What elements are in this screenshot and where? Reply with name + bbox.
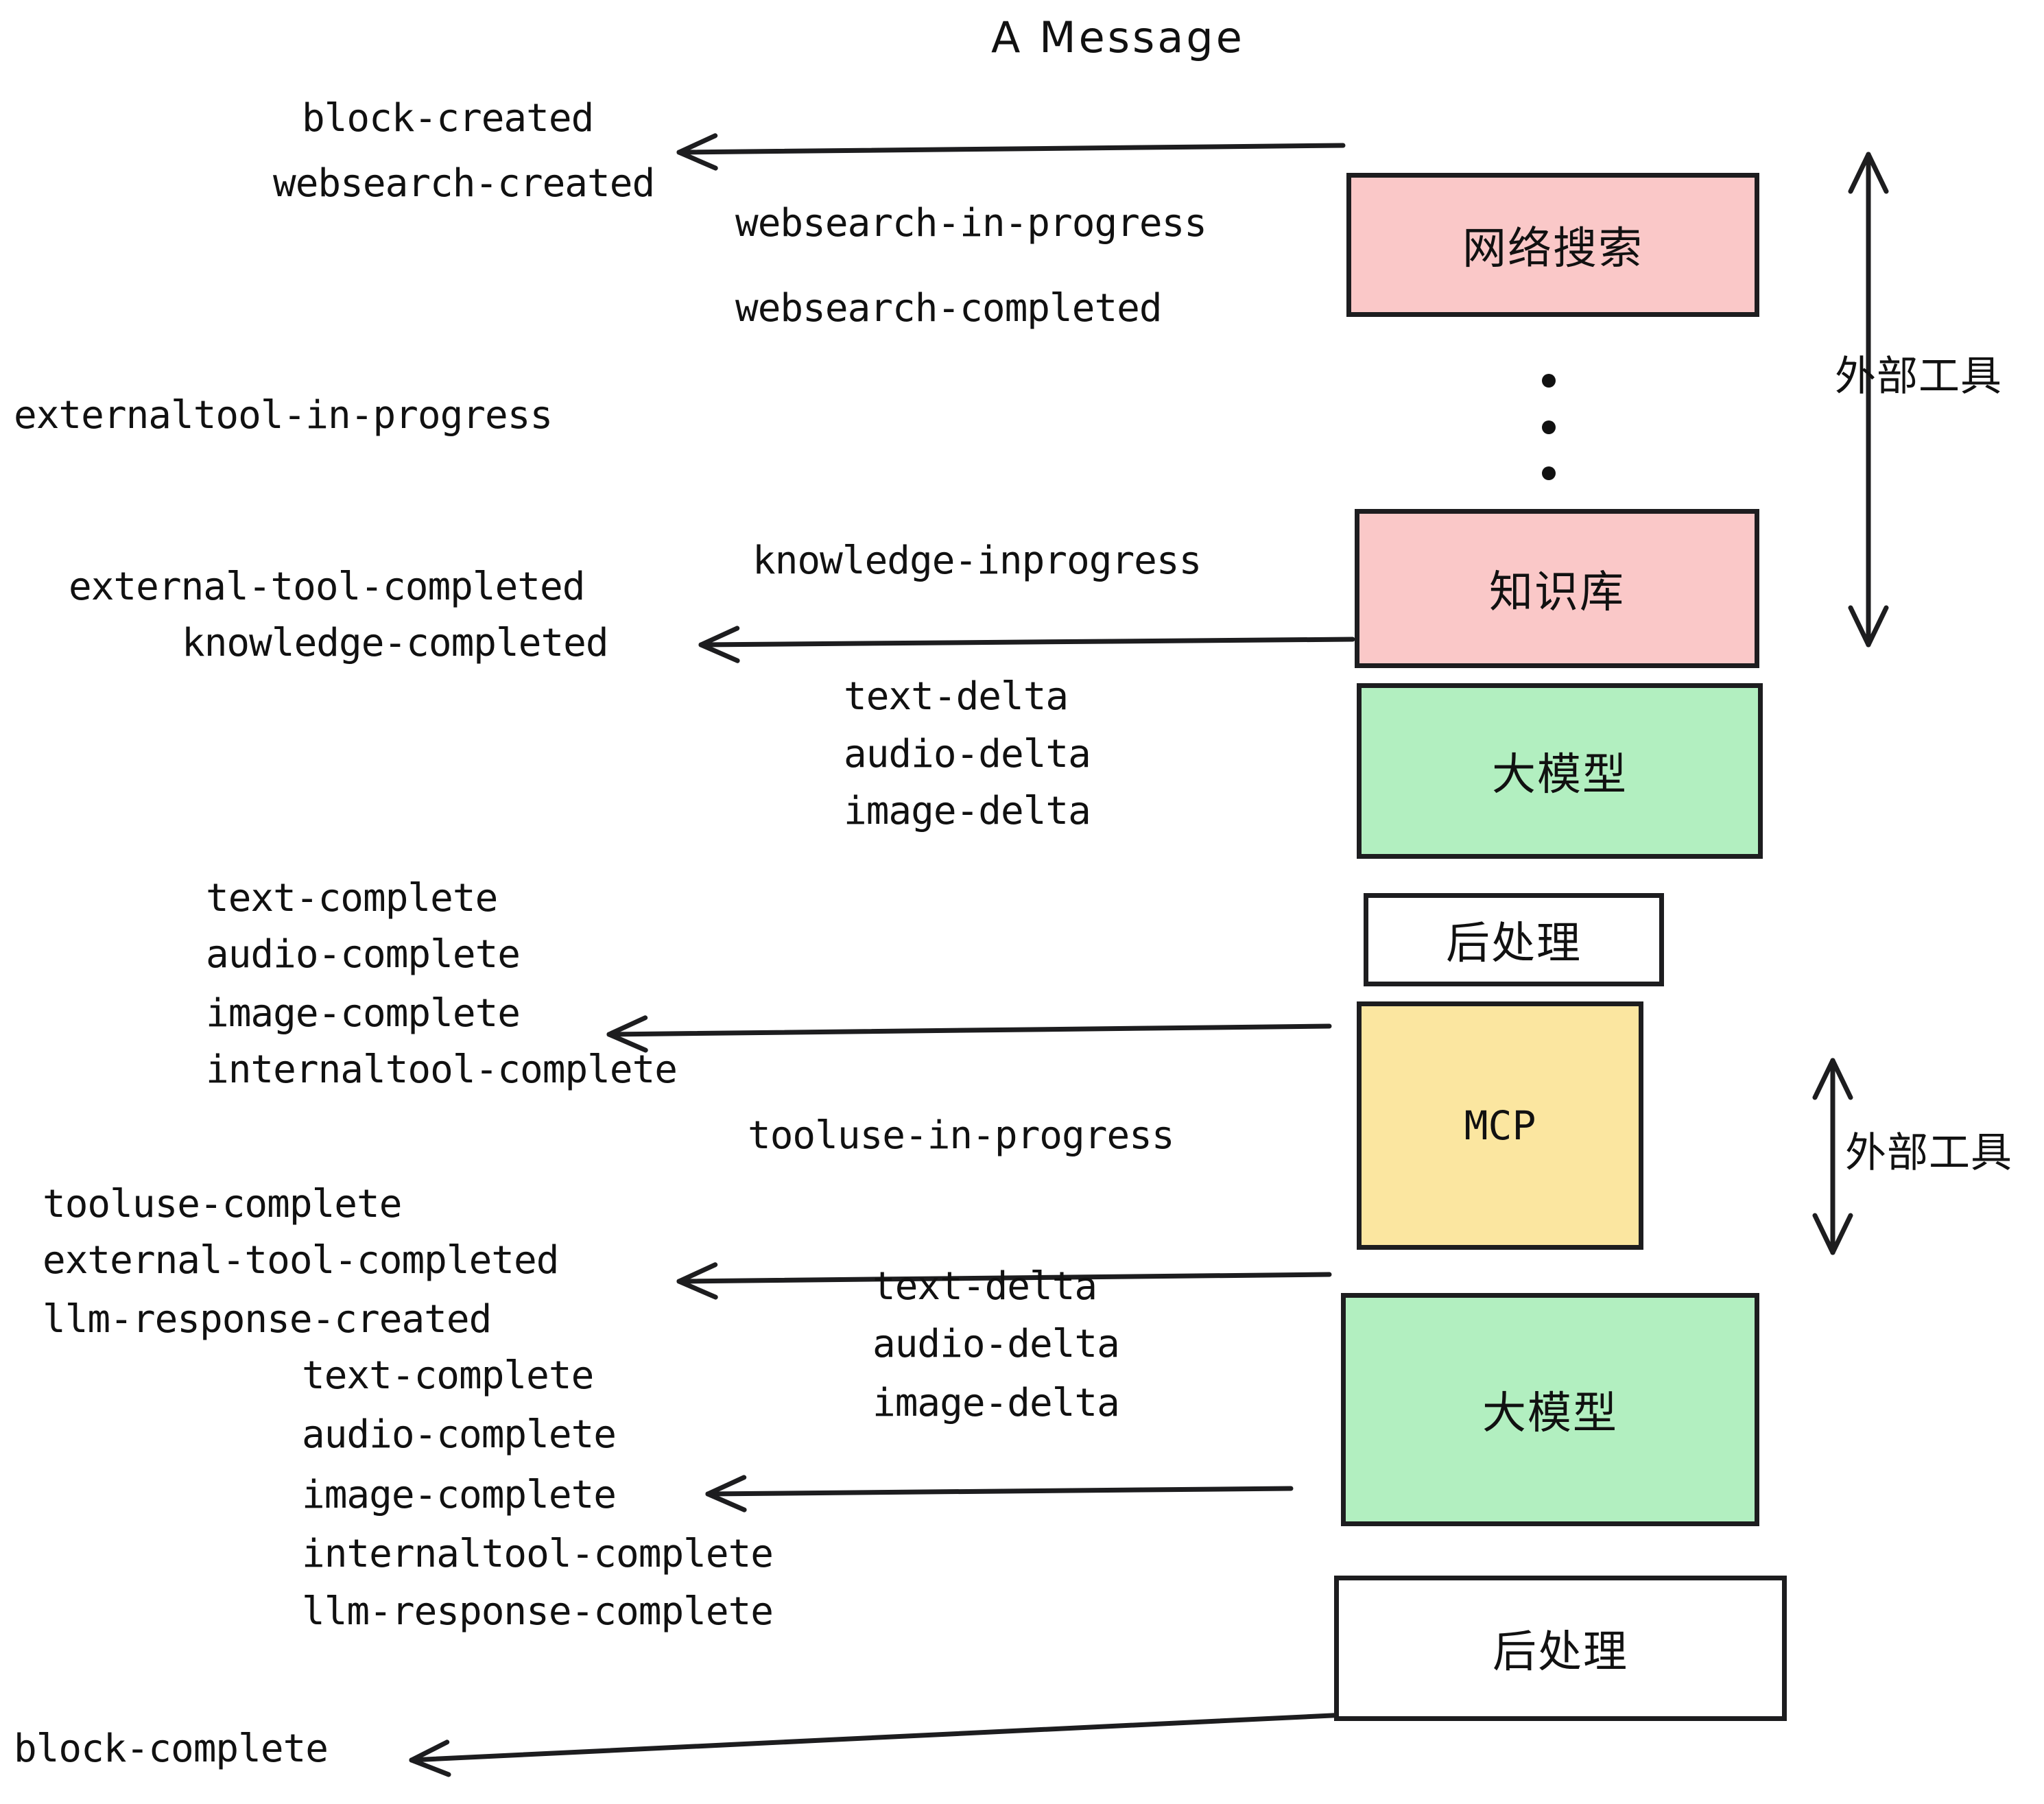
node-box-websearch[interactable]: 网络搜索: [1346, 173, 1759, 317]
node-box-llm-2[interactable]: 大模型: [1341, 1293, 1759, 1526]
event-label-websearch-in-progress: websearch-in-progress: [735, 201, 1207, 246]
event-label-internaltool-complete-2: internaltool-complete: [302, 1532, 774, 1576]
arrow-image-complete-head-a: [606, 1015, 648, 1037]
event-label-audio-delta-2: audio-delta: [872, 1322, 1120, 1366]
scope-label-external-tools-bottom: 外部工具: [1845, 1129, 2012, 1177]
event-label-audio-complete-2: audio-complete: [302, 1412, 617, 1457]
scope-external-tools-top-down-head-a: [1848, 605, 1871, 648]
event-label-text-complete-2: text-complete: [302, 1353, 594, 1398]
event-label-knowledge-inprogress: knowledge-inprogress: [752, 538, 1202, 583]
arrow-audio-complete-head-a: [705, 1475, 747, 1497]
event-label-knowledge-completed: knowledge-completed: [182, 621, 609, 665]
event-label-image-delta-1: image-delta: [844, 789, 1091, 833]
arrow-knowledge-completed-shaft: [698, 637, 1355, 648]
event-label-external-tool-completed-1: external-tool-completed: [69, 565, 585, 609]
event-label-audio-complete-1: audio-complete: [206, 932, 521, 977]
event-label-websearch-completed: websearch-completed: [735, 286, 1163, 331]
arrow-block-created-head-b: [676, 150, 718, 171]
event-label-externaltool-in-progress: externaltool-in-progress: [14, 393, 553, 438]
event-label-image-delta-2: image-delta: [872, 1381, 1120, 1425]
scope-external-tools-top-up-head-b: [1866, 152, 1889, 194]
event-label-text-delta-2: text-delta: [872, 1264, 1097, 1309]
event-label-block-created: block-created: [302, 96, 594, 141]
arrow-block-complete-shaft: [409, 1712, 1348, 1763]
arrow-block-created-shaft: [676, 143, 1346, 155]
page-title: A Message: [991, 12, 1245, 62]
event-label-llm-response-complete: llm-response-complete: [302, 1589, 774, 1634]
arrow-knowledge-completed-head-a: [698, 626, 740, 648]
node-box-postprocess-1[interactable]: 后处理: [1364, 893, 1664, 986]
node-box-mcp[interactable]: MCP: [1357, 1001, 1643, 1250]
scope-label-external-tools-top: 外部工具: [1835, 353, 2002, 401]
ellipsis-dot: [1542, 466, 1556, 480]
arrow-block-complete-head-a: [409, 1740, 450, 1763]
event-label-internaltool-complete-1: internaltool-complete: [206, 1047, 678, 1092]
event-label-text-delta-1: text-delta: [844, 674, 1069, 719]
event-label-audio-delta-1: audio-delta: [844, 732, 1091, 776]
event-label-image-complete-2: image-complete: [302, 1473, 617, 1517]
event-label-tooluse-in-progress: tooluse-in-progress: [748, 1113, 1175, 1158]
arrow-block-created-head-a: [676, 133, 718, 155]
event-label-external-tool-completed-2: external-tool-completed: [43, 1238, 559, 1283]
ellipsis-dot: [1542, 374, 1556, 388]
node-box-knowledge[interactable]: 知识库: [1355, 509, 1759, 668]
event-label-llm-response-created: llm-response-created: [43, 1297, 492, 1342]
scope-external-tools-bottom-up-head-a: [1812, 1058, 1835, 1100]
node-box-llm-1[interactable]: 大模型: [1357, 683, 1763, 859]
event-label-image-complete-1: image-complete: [206, 991, 521, 1036]
arrow-tooluse-complete-head-a: [676, 1262, 718, 1284]
ellipsis-dot: [1542, 420, 1556, 434]
event-label-websearch-created: websearch-created: [273, 161, 655, 206]
arrow-audio-complete-head-b: [705, 1491, 747, 1512]
node-box-postprocess-2[interactable]: 后处理: [1334, 1576, 1787, 1721]
event-label-block-complete: block-complete: [14, 1726, 329, 1771]
scope-external-tools-top-up-head-a: [1848, 152, 1871, 194]
arrow-block-complete-head-b: [409, 1757, 451, 1777]
event-label-tooluse-complete: tooluse-complete: [43, 1182, 402, 1226]
scope-external-tools-bottom-down-head-b: [1830, 1213, 1853, 1255]
scope-external-tools-bottom-up-head-b: [1830, 1058, 1853, 1100]
arrow-knowledge-completed-head-b: [698, 642, 740, 663]
arrow-audio-complete-shaft: [705, 1486, 1294, 1497]
vertical-ellipsis-icon: [1542, 374, 1556, 480]
event-label-text-complete-1: text-complete: [206, 876, 498, 921]
arrow-tooluse-complete-head-b: [676, 1279, 718, 1300]
scope-external-tools-bottom-down-head-a: [1812, 1213, 1835, 1255]
scope-external-tools-top-down-head-b: [1866, 605, 1889, 648]
arrow-image-complete-shaft: [606, 1023, 1332, 1037]
